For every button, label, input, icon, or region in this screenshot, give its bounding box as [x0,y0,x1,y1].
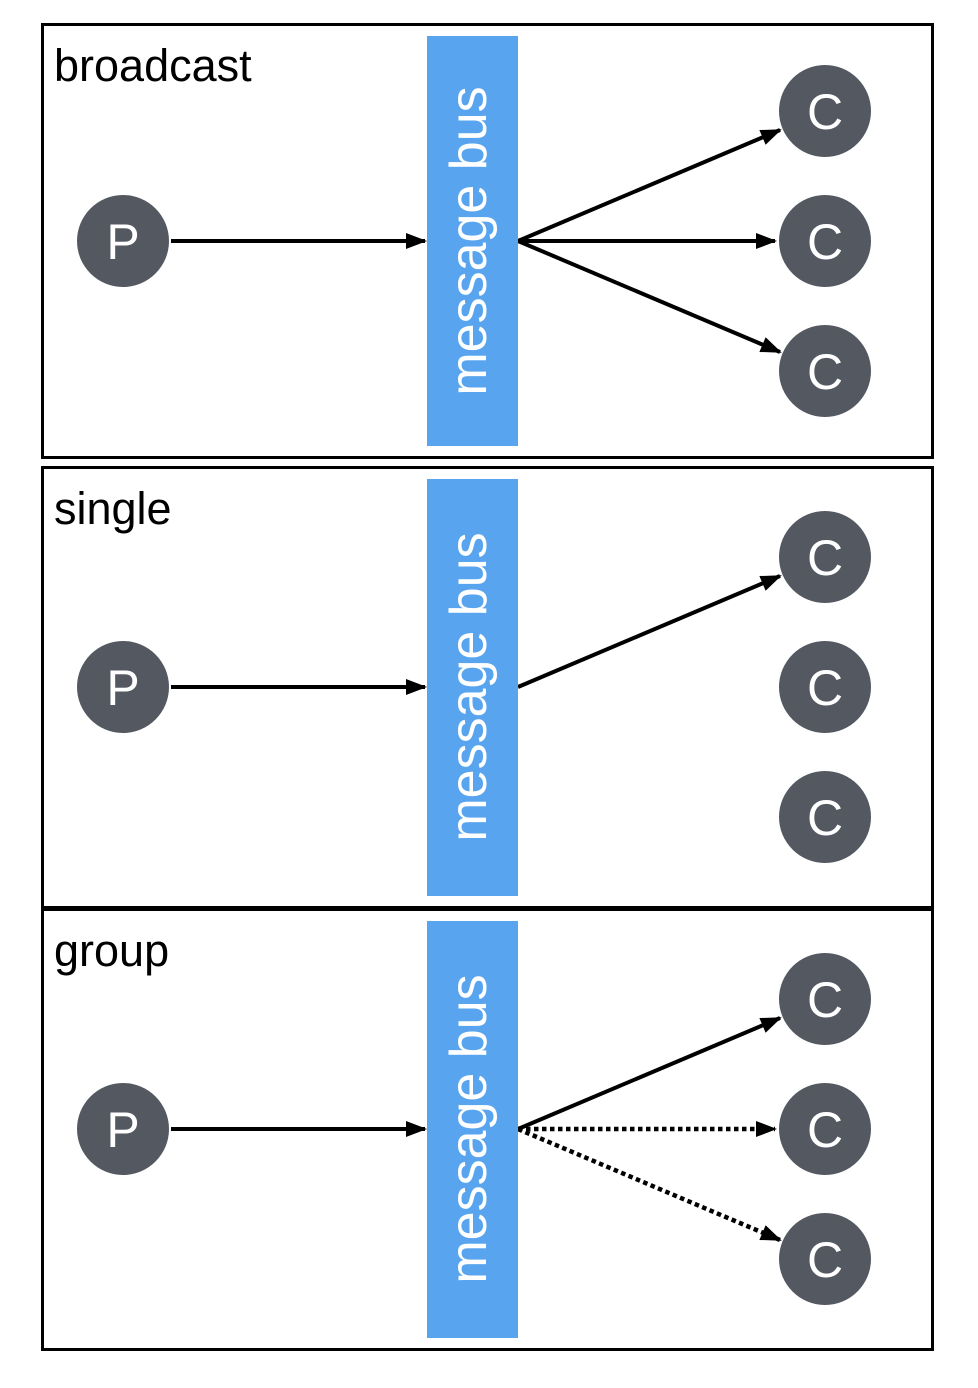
consumer-label-top: C [807,972,843,1028]
message-bus-label: message bus [440,86,498,395]
message-bus-bar [427,36,518,446]
consumer-label-bottom: C [807,344,843,400]
panel-single-figure: single P message bus C C C [54,479,871,896]
message-bus-label: message bus [440,974,498,1283]
consumer-label-middle: C [807,1102,843,1158]
message-bus-label: message bus [440,532,498,841]
consumer-label-middle: C [807,660,843,716]
consumer-node-top [779,511,871,603]
consumer-label-middle: C [807,214,843,270]
consumer-label-top: C [807,530,843,586]
producer-label: P [106,1102,139,1158]
consumer-node-bottom [779,1213,871,1305]
producer-node [77,641,169,733]
panel-group-figure: group P message bus C C C [54,921,871,1338]
arrow-bus-to-consumer-top [517,128,782,243]
producer-node [77,195,169,287]
panel-broadcast: broadcast P message bus C C C [41,23,934,459]
arrow-bus-to-consumer-top [517,574,782,689]
arrow-bus-to-consumer-bottom [517,239,782,354]
consumer-label-top: C [807,84,843,140]
panel-broadcast-figure: broadcast P message bus C C C [54,36,871,446]
panel-title: broadcast [54,40,252,91]
message-bus-bar [427,479,518,896]
consumer-node-middle [779,641,871,733]
diagram-canvas: broadcast P message bus C C C sing [41,23,934,1351]
arrow-bus-to-consumer-bottom-dotted [517,1126,782,1243]
producer-label: P [106,660,139,716]
producer-label: P [106,214,139,270]
producer-node [77,1083,169,1175]
consumer-node-bottom [779,325,871,417]
panel-title: group [54,925,169,976]
consumer-node-middle [779,1083,871,1175]
consumer-label-bottom: C [807,790,843,846]
message-bus-bar [427,921,518,1338]
consumer-label-bottom: C [807,1232,843,1288]
panel-title: single [54,483,172,534]
consumer-node-top [779,953,871,1045]
consumer-node-bottom [779,771,871,863]
arrow-bus-to-consumer-top [517,1016,782,1131]
panel-single: single P message bus C C C [41,466,934,909]
consumer-node-top [779,65,871,157]
consumer-node-middle [779,195,871,287]
panel-group: group P message bus C C C [41,908,934,1351]
